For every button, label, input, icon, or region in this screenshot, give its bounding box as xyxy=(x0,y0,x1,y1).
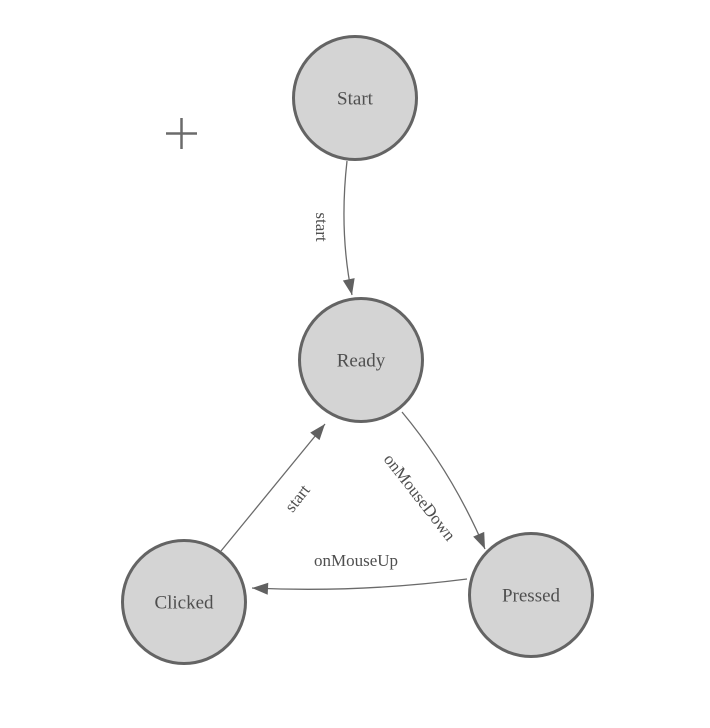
edge-clicked-to-ready[interactable]: start xyxy=(220,423,326,552)
state-node-clicked[interactable]: Clicked xyxy=(121,539,247,665)
plus-cursor-icon xyxy=(166,118,197,149)
edge-ready-to-pressed[interactable]: onMouseDown xyxy=(380,411,486,550)
edge-pressed-to-clicked[interactable]: onMouseUp xyxy=(251,551,468,595)
edge-label-start-2: start xyxy=(281,481,314,516)
state-node-ready[interactable]: Ready xyxy=(298,297,424,423)
edge-line-ready-to-pressed[interactable] xyxy=(401,411,486,550)
edge-label-onmouseup: onMouseUp xyxy=(314,551,398,570)
state-node-pressed[interactable]: Pressed xyxy=(468,532,594,658)
state-node-clicked-label: Clicked xyxy=(154,592,214,613)
state-node-pressed-circle[interactable] xyxy=(468,532,594,658)
edge-start-to-ready[interactable]: start xyxy=(312,160,355,296)
state-node-start-label: Start xyxy=(337,88,374,109)
state-node-start-circle[interactable] xyxy=(292,35,418,161)
edge-label-onmousedown: onMouseDown xyxy=(380,450,460,545)
state-node-clicked-circle[interactable] xyxy=(121,539,247,665)
edge-line-clicked-to-ready[interactable] xyxy=(220,423,326,552)
edge-line-pressed-to-clicked[interactable] xyxy=(251,578,468,595)
edge-label-start: start xyxy=(312,212,331,242)
state-node-pressed-label: Pressed xyxy=(502,585,561,606)
state-node-start[interactable]: Start xyxy=(292,35,418,161)
edge-line-start-to-ready[interactable] xyxy=(342,160,355,296)
state-node-ready-circle[interactable] xyxy=(298,297,424,423)
state-node-ready-label: Ready xyxy=(337,350,386,371)
